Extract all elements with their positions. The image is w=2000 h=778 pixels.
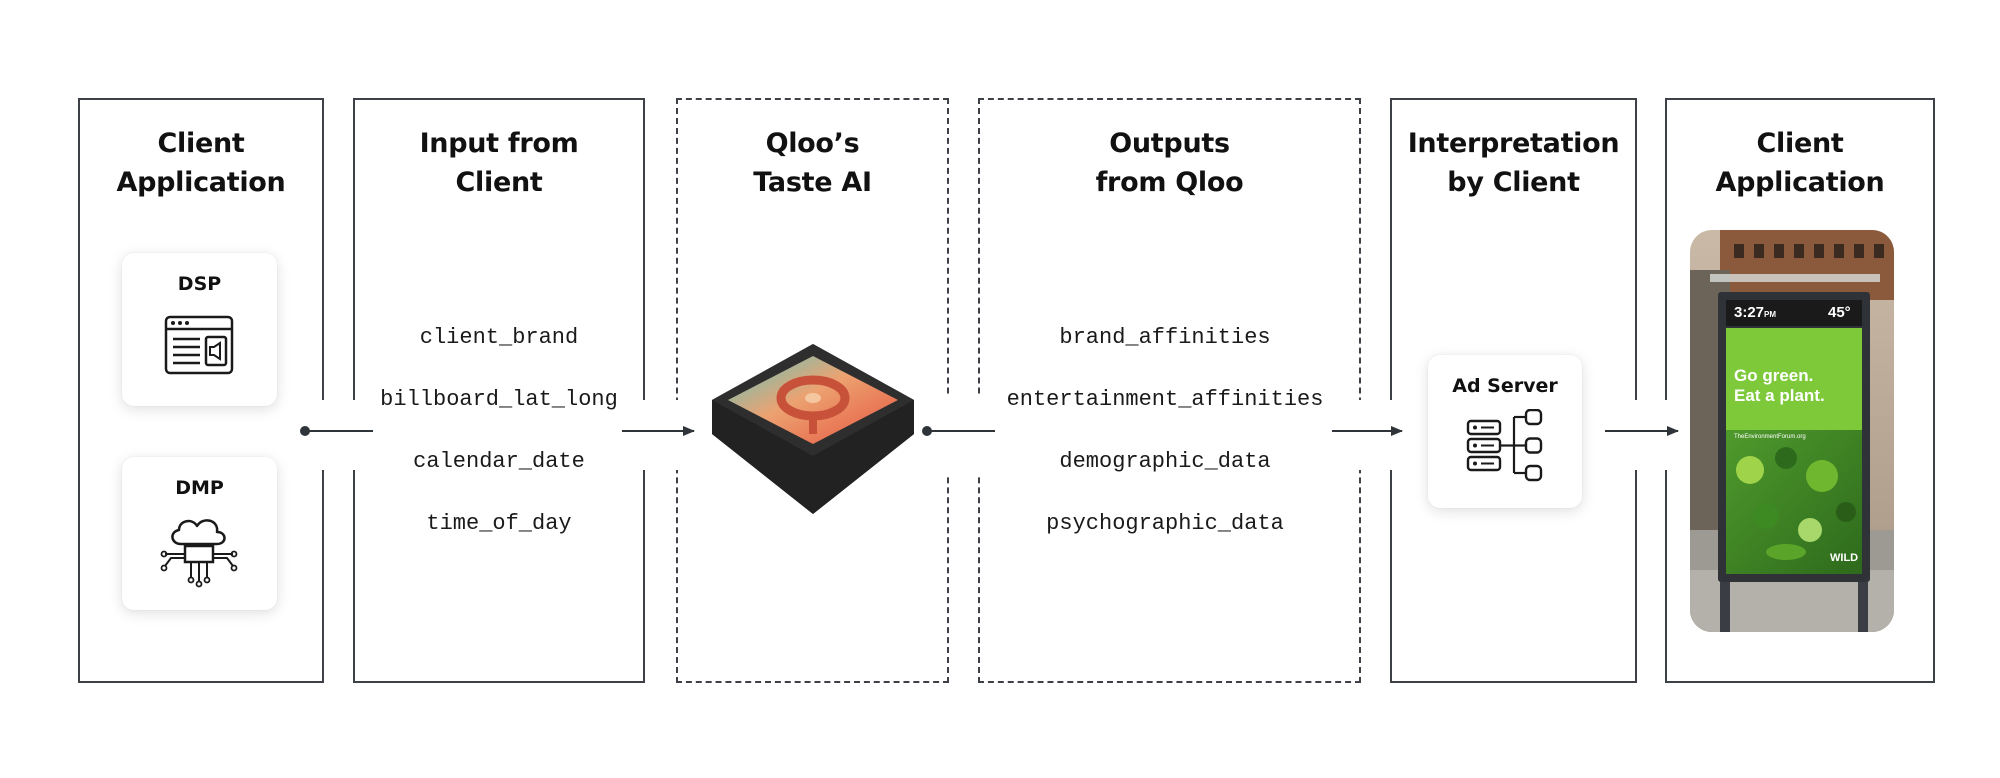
panel-client-application-right: Client Application bbox=[1665, 98, 1935, 683]
panel-title: Outputs from Qloo bbox=[980, 124, 1359, 202]
title-line-2: Application bbox=[116, 167, 286, 198]
border-gap bbox=[1355, 400, 1395, 470]
billboard-headline-1: Go green. bbox=[1734, 366, 1814, 385]
dmp-label: DMP bbox=[175, 477, 224, 499]
panel-interpretation-by-client: Interpretation by Client bbox=[1390, 98, 1637, 683]
ad-server-label: Ad Server bbox=[1452, 375, 1558, 397]
panel-title: Client Application bbox=[80, 124, 322, 202]
title-line-1: Client bbox=[1756, 128, 1844, 159]
output-field-demographic-data: demographic_data bbox=[1059, 449, 1271, 474]
panel-qloo-taste-ai: Qloo’s Taste AI bbox=[676, 98, 949, 683]
title-line-1: Qloo’s bbox=[765, 128, 860, 159]
input-field-billboard-lat-long: billboard_lat_long bbox=[380, 387, 618, 412]
title-line-1: Interpretation bbox=[1407, 128, 1620, 159]
panel-title: Interpretation by Client bbox=[1392, 124, 1635, 202]
billboard-time-suffix: PM bbox=[1764, 310, 1777, 319]
border-gap bbox=[1631, 400, 1671, 470]
title-line-1: Outputs bbox=[1109, 128, 1230, 159]
billboard-url: TheEnvironmentForum.org bbox=[1734, 434, 1806, 440]
title-line-2: from Qloo bbox=[1095, 167, 1244, 198]
title-line-1: Input from bbox=[419, 128, 579, 159]
output-field-psychographic-data: psychographic_data bbox=[1046, 511, 1284, 536]
billboard-time-value: 3:27 bbox=[1734, 304, 1765, 321]
panel-title: Qloo’s Taste AI bbox=[678, 124, 947, 202]
panel-outputs-from-qloo: Outputs from Qloo bbox=[978, 98, 1361, 683]
input-field-calendar-date: calendar_date bbox=[413, 449, 585, 474]
dmp-card: DMP bbox=[122, 457, 277, 610]
dsp-card: DSP bbox=[122, 253, 277, 406]
input-field-client-brand: client_brand bbox=[419, 325, 579, 350]
title-line-1: Client bbox=[157, 128, 245, 159]
title-line-2: Taste AI bbox=[753, 167, 872, 198]
cloud-circuit-icon bbox=[160, 519, 238, 588]
border-gap bbox=[318, 400, 358, 470]
dsp-label: DSP bbox=[177, 273, 222, 295]
panel-input-from-client: Input from Client bbox=[353, 98, 645, 683]
title-line-2: by Client bbox=[1447, 167, 1580, 198]
panel-client-application-left: Client Application bbox=[78, 98, 324, 683]
panel-title: Input from Client bbox=[355, 124, 643, 202]
panel-title: Client Application bbox=[1667, 124, 1933, 202]
server-network-icon bbox=[1466, 409, 1543, 482]
billboard-time: 3:27PM bbox=[1734, 304, 1776, 321]
title-line-2: Application bbox=[1715, 167, 1885, 198]
output-field-brand-affinities: brand_affinities bbox=[1059, 325, 1271, 350]
qloo-chip-icon bbox=[712, 344, 914, 514]
ad-server-card: Ad Server bbox=[1428, 355, 1582, 508]
title-line-2: Client bbox=[455, 167, 543, 198]
billboard-temperature: 45° bbox=[1828, 304, 1851, 321]
output-field-entertainment-affinities: entertainment_affinities bbox=[1006, 387, 1324, 412]
billboard-ad-image: 3:27PM 45° Go green. Eat a plant. TheEnv… bbox=[1690, 230, 1894, 632]
billboard-brand-logo: WILD bbox=[1830, 552, 1859, 564]
input-field-time-of-day: time_of_day bbox=[426, 511, 572, 536]
browser-ad-icon bbox=[164, 315, 234, 375]
border-gap bbox=[640, 400, 680, 470]
border-gap bbox=[943, 395, 983, 475]
billboard-headline-2: Eat a plant. bbox=[1734, 386, 1825, 405]
street-scene bbox=[1690, 230, 1894, 632]
